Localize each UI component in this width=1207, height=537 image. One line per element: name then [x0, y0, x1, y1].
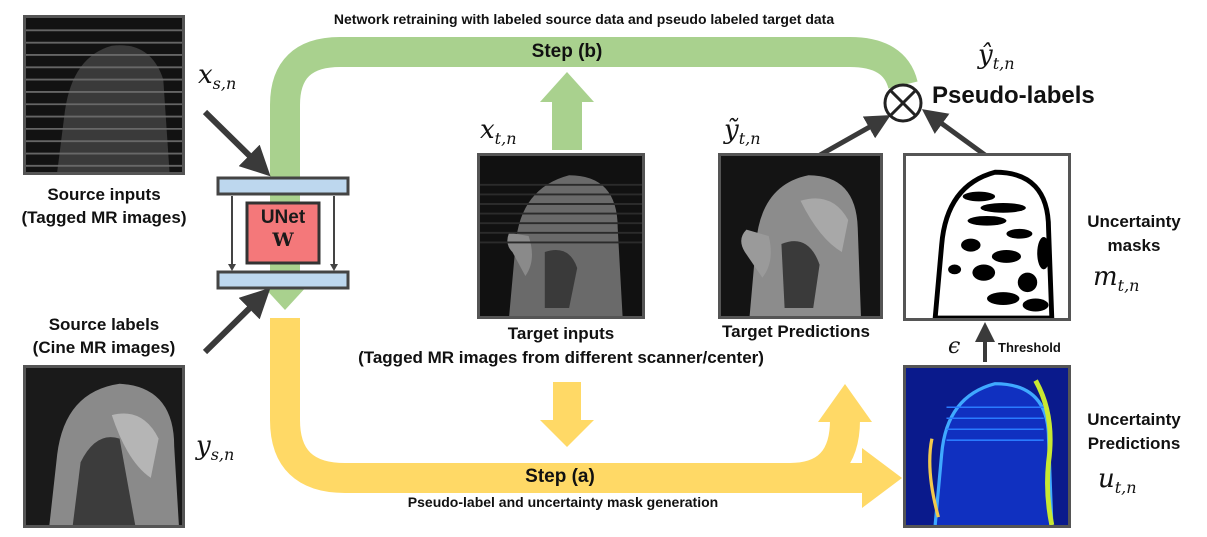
target-prediction-symbol: ỹt,n — [724, 115, 761, 149]
step-b-arrow — [270, 37, 918, 290]
threshold-label: Threshold — [998, 340, 1061, 355]
epsilon-symbol: ϵ — [948, 334, 961, 359]
bottom-caption: Pseudo-label and uncertainty mask genera… — [407, 494, 719, 510]
uncertainty-prediction-symbol: ut,n — [1098, 464, 1137, 498]
prediction-to-pseudo-arrow — [818, 115, 891, 158]
target-inputs-label: Target inputs(Tagged MR images from diff… — [358, 324, 764, 367]
target-input-symbol: xt,n — [480, 115, 517, 149]
source-input-image — [23, 15, 185, 175]
uncertainty-mask-image — [903, 153, 1071, 321]
source-label-image — [23, 365, 185, 528]
target-down-arrow-shaft — [553, 382, 581, 422]
source-input-symbol: xs,n — [198, 60, 237, 94]
target-input-image — [477, 153, 645, 319]
target-predictions-label: Target Predictions — [722, 322, 870, 341]
step-b-arrowhead — [262, 285, 308, 310]
source-label-symbol: ys,n — [196, 431, 235, 465]
target-up-arrow-shaft — [552, 100, 582, 150]
top-caption: Network retraining with labeled source d… — [333, 11, 835, 27]
step-a-label: Step (a) — [525, 466, 595, 487]
step-a-arrow — [270, 318, 870, 493]
pseudo-labels-title: Pseudo-labels — [932, 82, 1095, 109]
unet-block — [216, 176, 350, 290]
pseudo-label-symbol: ŷt,n — [978, 40, 1015, 74]
source-inputs-label: Source inputs(Tagged MR images) — [21, 185, 187, 227]
step-b-label: Step (b) — [531, 41, 603, 62]
uncertainty-up-arrow — [789, 419, 860, 493]
source-label-arrow — [202, 287, 271, 355]
uncertainty-prediction-image — [903, 365, 1071, 528]
target-up-arrowhead — [540, 72, 594, 102]
uncertainty-up-arrowhead — [818, 384, 872, 422]
source-labels-label: Source labels(Cine MR images) — [32, 315, 176, 357]
mask-to-pseudo-arrow — [921, 109, 987, 158]
source-input-arrow — [202, 109, 271, 177]
uncertainty-mask-symbol: mt,n — [1093, 262, 1140, 296]
target-prediction-image — [718, 153, 883, 319]
multiply-icon — [883, 83, 923, 123]
target-down-arrowhead — [540, 420, 594, 447]
step-a-arrowhead — [862, 448, 902, 508]
